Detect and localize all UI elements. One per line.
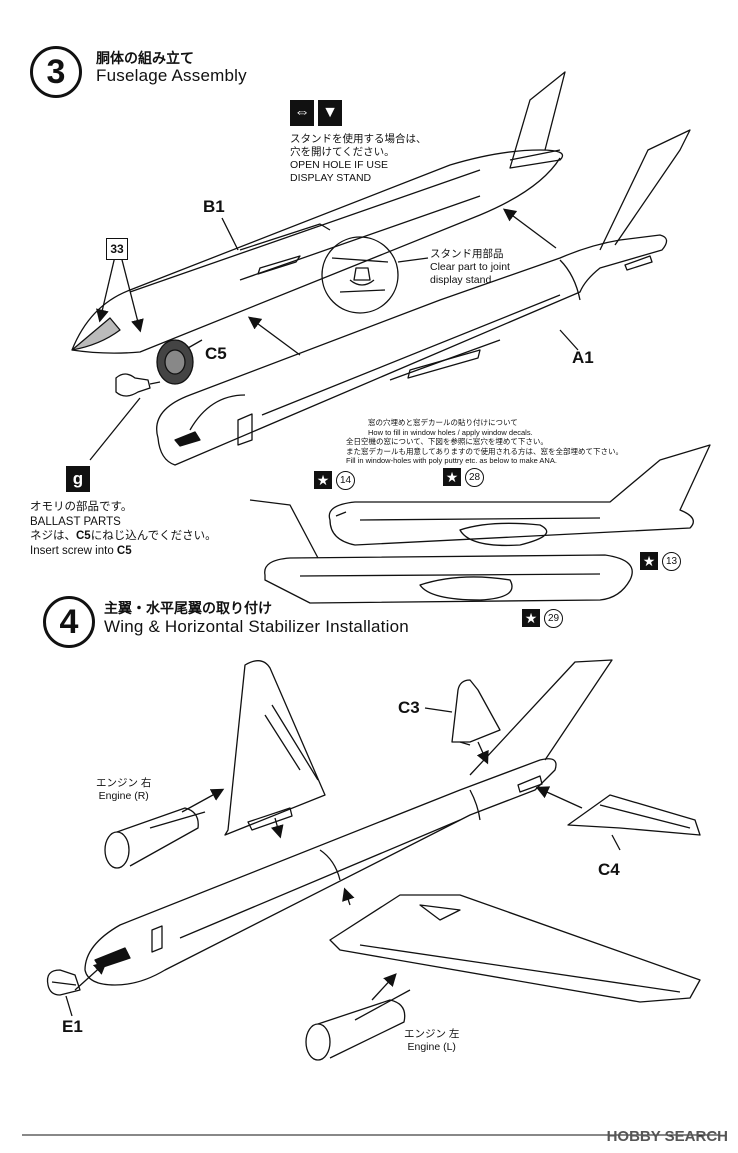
decal-number-28: 28 [465,468,484,487]
decal-star-icon: ★ [640,552,658,570]
drill-bit-icon: ▼ [318,100,342,126]
decal-star-icon: ★ [443,468,461,486]
ballast-jp2-end: にねじ込んでください。 [90,530,217,542]
step-number-3: 3 [30,46,82,98]
aircraft-full-fuselage [84,659,613,986]
step3-title-en: Fuselage Assembly [96,66,247,85]
ballast-en2-part: C5 [116,544,132,557]
window-note-line4: また窓デカールも用意してありますので使用される方は、窓を全部埋めて下さい。 [346,446,624,456]
engine-right-jp: エンジン 右 [96,777,152,789]
fuselage-half-b1 [71,71,566,354]
label-c5: C5 [205,344,227,363]
ballast-jp2-part: C5 [76,530,91,542]
window-note-line1: 窓の穴埋めと窓デカールの貼り付けについて [368,418,518,427]
weight-icon: g [66,466,90,492]
ballast-jp2: ネジは、 [30,530,76,542]
window-fill-note: 窓の穴埋めと窓デカールの貼り付けについて How to fill in wind… [346,418,726,466]
ballast-jp1: オモリの部品です。 [30,501,133,513]
label-c3: C3 [398,698,420,717]
hole-note-en1: OPEN HOLE IF USE [290,159,389,171]
label-b1: B1 [203,197,225,216]
stand-part-note: スタンド用部品 Clear part to joint display stan… [430,248,560,287]
window-fill-diagram-top [328,444,711,547]
engine-right-label: エンジン 右 Engine (R) [96,777,151,803]
ballast-en2: Insert screw into [30,544,117,557]
window-fill-diagram-bottom [249,499,633,604]
decal-number-14: 14 [336,471,355,490]
engine-right [104,807,206,869]
step4-title-jp: 主翼・水平尾翼の取り付け [104,600,272,616]
decal-star-icon: ★ [522,609,540,627]
window-note-line5: Fill in window-holes with poly puttry et… [346,456,557,465]
engine-left-label: エンジン 左 Engine (L) [404,1028,459,1054]
vertical-fin-c3 [451,679,501,746]
step3-title-jp: 胴体の組み立て [96,50,194,66]
ballast-en1: BALLAST PARTS [30,515,121,528]
decal-number-13: 13 [662,552,681,571]
engine-right-en: Engine (R) [98,790,149,802]
hole-note-en2: DISPLAY STAND [290,172,372,184]
hole-note-jp2: 穴を開けてください。 [290,146,395,158]
stand-hole-detail [321,236,429,314]
engine-left-jp: エンジン 左 [404,1028,460,1040]
ballast-note: オモリの部品です。 BALLAST PARTS ネジは、C5にねじ込んでください… [30,500,260,558]
part-number-33: 33 [106,238,128,260]
engine-left-en: Engine (L) [407,1041,456,1053]
fuselage-half-a1 [156,129,691,466]
step4-title-en: Wing & Horizontal Stabilizer Installatio… [104,617,409,636]
decal-number-29: 29 [544,609,563,628]
horizontal-stabilizer-c4 [567,794,701,836]
stand-part-en1: Clear part to joint [430,261,510,273]
watermark: HOBBY SEARCH [606,1128,728,1145]
label-c4: C4 [598,860,620,879]
label-a1: A1 [572,348,594,367]
stand-part-en2: display stand [430,274,492,286]
stand-part-jp: スタンド用部品 [430,248,504,260]
ballast-c5-part [89,339,203,461]
wing-upper [224,660,326,836]
window-note-line2: How to fill in window holes / apply wind… [368,427,533,437]
window-note-line3: 全日空機の窓について、下図を参照に窓穴を埋めて下さい。 [346,437,548,446]
engine-left [305,989,411,1061]
hole-note: スタンドを使用する場合は、 穴を開けてください。 OPEN HOLE IF US… [290,133,490,185]
wing-lower [329,894,701,1003]
label-e1: E1 [62,1017,83,1036]
drill-arrows-icon: ⇔ [290,100,314,126]
hole-note-jp: スタンドを使用する場合は、 [290,133,427,145]
decal-star-icon: ★ [314,471,332,489]
windshield-e1 [46,969,81,996]
step-number-4: 4 [43,596,95,648]
